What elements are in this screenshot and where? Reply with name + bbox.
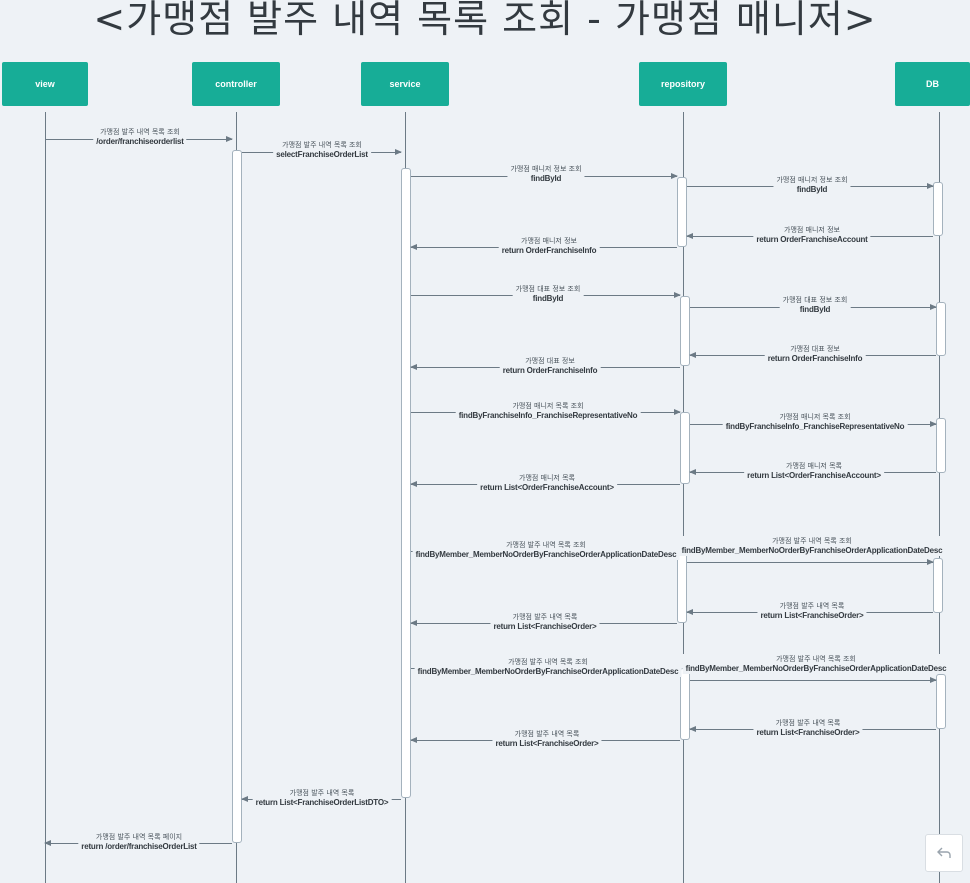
message-arrow: [690, 677, 937, 683]
lifeline-db: [939, 112, 940, 883]
activation-db: [936, 418, 946, 473]
message-label: 가맹점 발주 내역 목록 조회/order/franchiseorderlist: [93, 127, 187, 147]
actor-view: view: [2, 62, 88, 106]
actor-db: DB: [895, 62, 970, 106]
activation-controller: [232, 150, 242, 843]
diagram-title: <가맹점 발주 내역 목록 조회 - 가맹점 매니저>: [93, 0, 877, 41]
actor-repository: repository: [639, 62, 727, 106]
activation-repository: [677, 177, 687, 247]
lifeline-view: [45, 112, 46, 883]
activation-db: [936, 674, 946, 729]
message-arrow: [687, 559, 934, 565]
activation-db: [933, 182, 943, 236]
activation-db: [933, 558, 943, 613]
lifeline-repository: [683, 112, 684, 883]
activation-repository: [680, 296, 690, 366]
undo-button[interactable]: [925, 834, 963, 872]
activation-repository: [680, 412, 690, 484]
actor-controller: controller: [192, 62, 280, 106]
actor-service: service: [361, 62, 449, 106]
activation-db: [936, 302, 946, 356]
undo-icon: [937, 847, 951, 858]
